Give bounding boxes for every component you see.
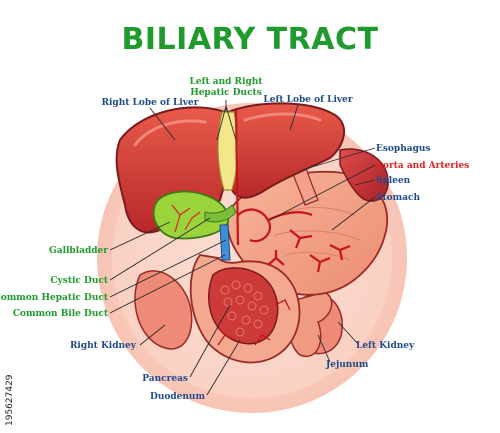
label-cystic-duct: Cystic Duct	[50, 276, 108, 286]
label-jejunum: Jejunum	[325, 360, 369, 370]
label-stomach: Stomach	[376, 193, 420, 203]
label-pancreas: Pancreas	[142, 374, 188, 384]
liver-highlight-2	[243, 112, 322, 122]
label-gallbladder: Gallbladder	[49, 246, 108, 256]
page-title: BILIARY TRACT	[121, 22, 379, 57]
pancreas	[208, 267, 279, 345]
label-common-bile-duct: Common Bile Duct	[13, 309, 109, 319]
liver-highlight	[133, 119, 207, 147]
gallbladder	[152, 190, 230, 240]
pancreas-texture	[220, 280, 269, 337]
label-hepatic-ducts-1: Left and Right	[190, 77, 264, 87]
pancreas-vessels	[217, 299, 291, 346]
label-duodenum: Duodenum	[150, 392, 205, 402]
common-bile-duct	[219, 224, 231, 261]
gallbladder-vessels	[171, 204, 201, 233]
label-right-kidney: Right Kidney	[70, 341, 137, 351]
label-spleen: Spleen	[376, 176, 411, 186]
label-hepatic-ducts-2: Hepatic Ducts	[190, 88, 262, 98]
label-common-hepatic-duct: Common Hepatic Duct	[0, 293, 109, 303]
label-right-lobe: Right Lobe of Liver	[102, 98, 199, 108]
label-aorta: Aorta and Arteries	[375, 161, 469, 171]
cystic-duct	[204, 204, 237, 223]
label-left-kidney: Left Kidney	[356, 341, 415, 351]
labels: Left and Right Hepatic Ducts Right Lobe …	[0, 77, 469, 402]
stock-id: 195627429	[3, 318, 17, 428]
label-esophagus: Esophagus	[376, 144, 431, 154]
aorta-arteries	[234, 109, 351, 273]
label-left-lobe: Left Lobe of Liver	[263, 95, 352, 105]
stock-id-text: 195627429	[5, 374, 15, 426]
right-kidney	[134, 270, 193, 350]
leader-lines	[109, 100, 376, 396]
